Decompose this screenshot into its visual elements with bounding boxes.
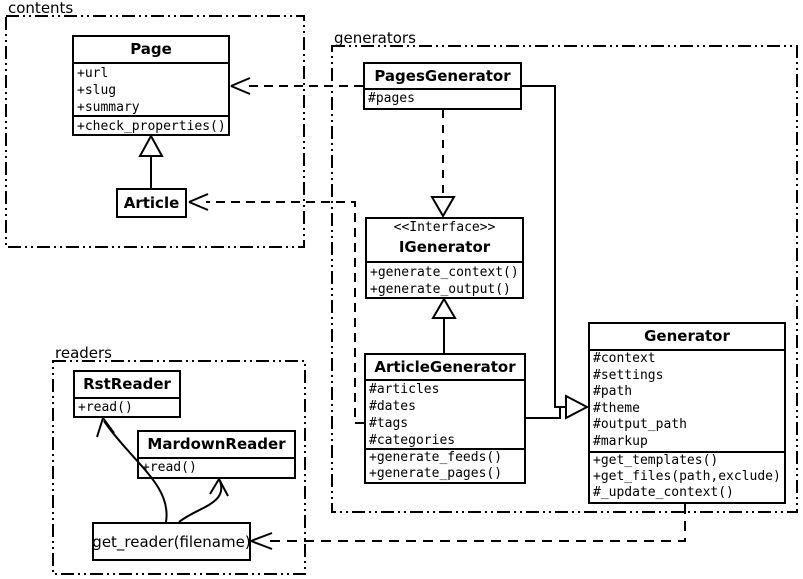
attribute: #context (593, 351, 656, 366)
class-rst-reader-title: RstReader (83, 375, 171, 393)
method: #_update_context() (593, 485, 734, 500)
attribute: +slug (77, 83, 117, 98)
attribute: #settings (593, 367, 664, 383)
method: +read() (142, 460, 197, 475)
function-get-reader: get_reader(filename) (92, 522, 251, 561)
attribute: #articles (369, 382, 440, 397)
class-mardown-reader-title: MardownReader (147, 435, 286, 453)
class-page-methods: +check_properties() (74, 115, 228, 134)
class-rst-reader: RstReader +read() (73, 370, 181, 418)
class-page-attributes: +url +slug +summary (74, 62, 228, 115)
function-get-reader-label: get_reader(filename) (92, 532, 251, 551)
class-igenerator-methods: +generate_context() +generate_output() (367, 261, 522, 297)
class-mardown-reader: MardownReader +read() (137, 430, 296, 479)
attribute: #pages (368, 91, 415, 106)
attribute: #path (593, 384, 633, 399)
class-article-title: Article (123, 194, 180, 212)
attribute: +summary (77, 100, 140, 115)
class-article-generator-title: ArticleGenerator (374, 358, 516, 376)
class-page-title: Page (130, 40, 172, 58)
class-pages-generator-attributes: #pages (365, 88, 520, 108)
class-article-generator: ArticleGenerator #articles #dates #tags … (364, 353, 526, 484)
package-contents-label: contents (8, 0, 74, 17)
attribute: +url (77, 66, 109, 81)
package-contents-border (5, 15, 305, 248)
attribute: #dates (369, 399, 416, 414)
class-article-generator-attributes: #articles #dates #tags #categories (366, 379, 524, 448)
class-igenerator-header: <<Interface>> IGenerator (367, 219, 522, 261)
method: +get_files(path,exclude) (593, 469, 781, 484)
class-generator-title: Generator (644, 327, 730, 345)
class-generator-methods: +get_templates() +get_files(path,exclude… (590, 451, 784, 502)
class-igenerator-stereotype: <<Interface>> (393, 220, 496, 235)
attribute: #categories (369, 433, 456, 448)
attribute: #markup (593, 433, 648, 449)
attribute: #theme (593, 400, 640, 416)
class-pages-generator-title: PagesGenerator (374, 67, 511, 85)
class-pages-generator: PagesGenerator #pages (363, 62, 522, 110)
package-generators-label: generators (334, 29, 416, 47)
method: +read() (78, 400, 133, 415)
attribute: #output_path (593, 417, 687, 432)
method: +generate_output() (370, 282, 511, 297)
method: +generate_feeds() (369, 450, 503, 465)
class-generator-attributes: #context #settings #path #theme #output_… (590, 349, 784, 451)
class-article: Article (116, 188, 187, 218)
method: +generate_pages() (369, 466, 503, 481)
method: +generate_context() (370, 265, 519, 280)
method: +get_templates() (593, 453, 719, 468)
class-generator: Generator #context #settings #path #them… (588, 322, 786, 504)
class-article-generator-methods: +generate_feeds() +generate_pages() (366, 448, 524, 482)
package-readers-label: readers (55, 344, 112, 362)
method: +check_properties() (77, 119, 226, 134)
package-readers-border (52, 360, 306, 575)
class-igenerator-title: IGenerator (398, 238, 491, 256)
class-rst-reader-methods: +read() (75, 397, 179, 416)
attribute: #tags (369, 416, 409, 431)
class-igenerator: <<Interface>> IGenerator +generate_conte… (365, 217, 524, 299)
class-page: Page +url +slug +summary +check_properti… (72, 35, 230, 136)
class-mardown-reader-methods: +read() (139, 457, 294, 477)
